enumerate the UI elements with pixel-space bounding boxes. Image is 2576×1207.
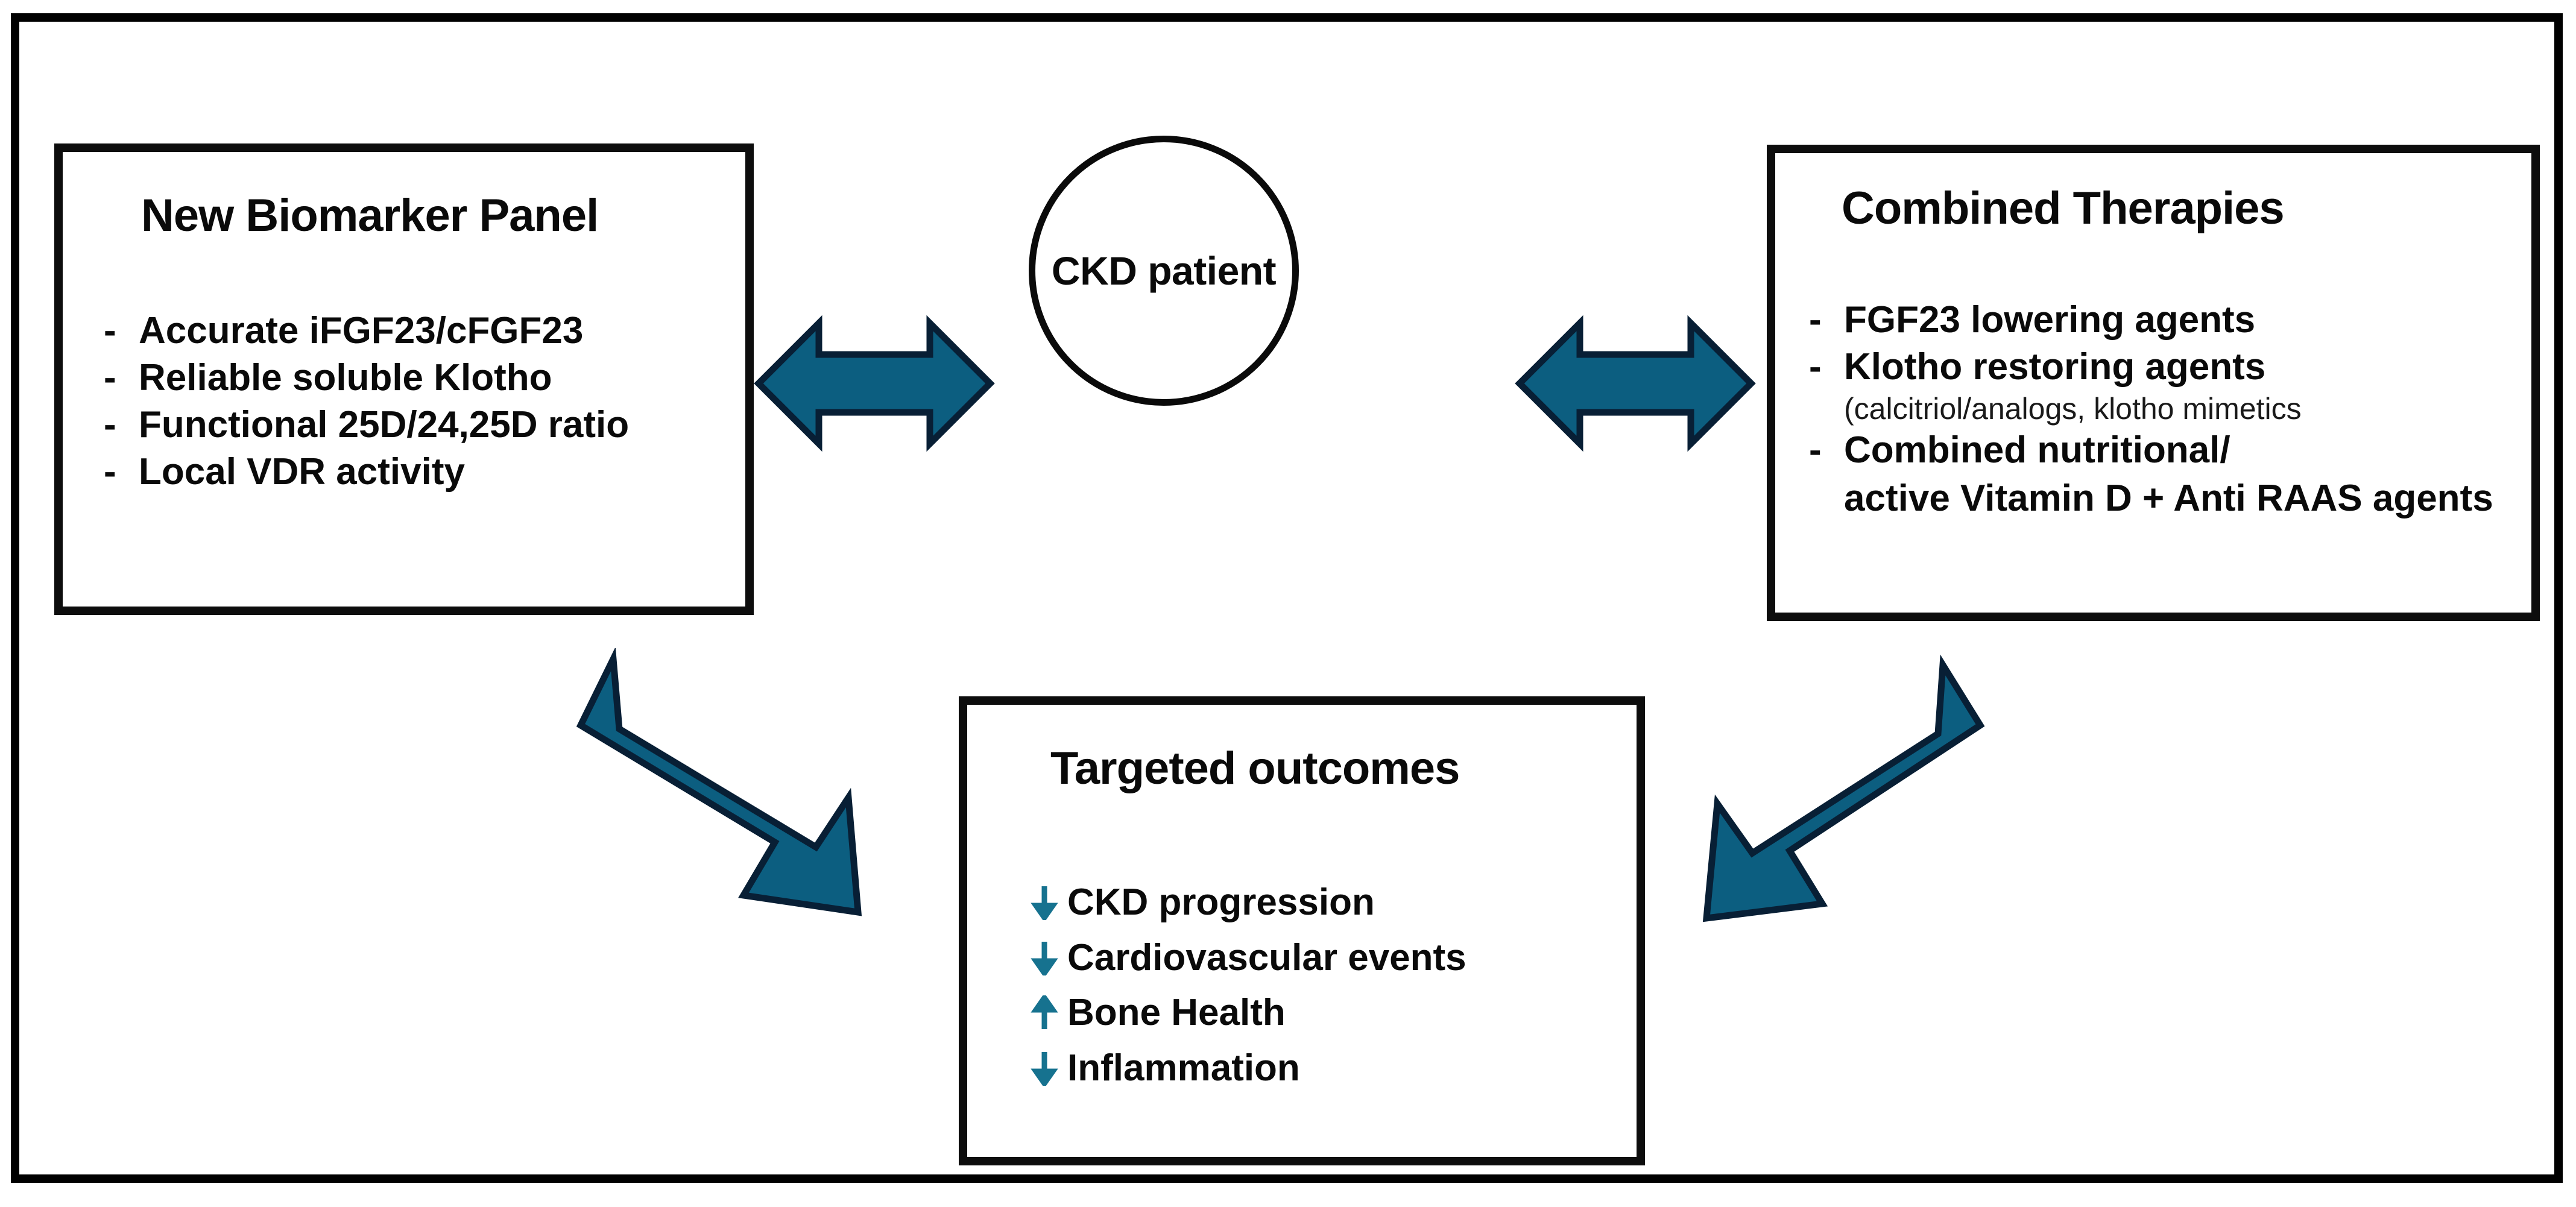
list-item: - Accurate iFGF23/cFGF23 — [104, 307, 629, 355]
list-item: - Combined nutritional/ active Vitamin D… — [1809, 427, 2493, 522]
list-item: - Reliable soluble Klotho — [104, 355, 629, 402]
list-item: - Local VDR activity — [104, 449, 629, 496]
panel-combined-therapies: Combined Therapies - FGF23 lowering agen… — [1767, 145, 2540, 621]
list-item: - Klotho restoring agents (calcitriol/an… — [1809, 344, 2493, 427]
double-headed-arrow-right — [1515, 315, 1756, 452]
bullet-dash-icon: - — [1809, 346, 1822, 388]
bullet-dash-icon: - — [104, 310, 116, 351]
outcome-label: Cardiovascular events — [1067, 936, 1466, 979]
double-headed-arrow-left — [754, 315, 995, 452]
arrow-down-right-to-outcomes — [576, 648, 862, 916]
bullet-dash-icon: - — [104, 357, 116, 399]
bullet-dash-icon: - — [104, 404, 116, 446]
bullet-dash-icon: - — [1809, 429, 1822, 471]
ckd-patient-circle: CKD patient — [1029, 136, 1299, 406]
list-item: - Functional 25D/24,25D ratio — [104, 402, 629, 449]
panel-title-targeted-outcomes: Targeted outcomes — [1050, 743, 1460, 794]
arrow-down-icon — [1028, 1051, 1061, 1086]
ckd-patient-label: CKD patient — [1051, 248, 1277, 293]
list-item: Inflammation — [1028, 1044, 1466, 1093]
outcome-label: Bone Health — [1067, 992, 1286, 1034]
list-item: CKD progression — [1028, 878, 1466, 927]
outcomes-list: CKD progression Cardiovascular events Bo… — [1028, 878, 1466, 1099]
panel-new-biomarker: New Biomarker Panel - Accurate iFGF23/cF… — [54, 143, 754, 615]
bullet-label-group: Combined nutritional/ active Vitamin D +… — [1844, 427, 2493, 522]
arrow-up-icon — [1028, 995, 1061, 1030]
list-item: Cardiovascular events — [1028, 934, 1466, 983]
bullet-label-line2: active Vitamin D + Anti RAAS agents — [1844, 477, 2493, 520]
bullet-label: Klotho restoring agents — [1844, 346, 2266, 388]
panel-targeted-outcomes: Targeted outcomes CKD progression Cardio… — [959, 696, 1645, 1165]
arrow-down-icon — [1028, 941, 1061, 975]
bullet-label: Combined nutritional/ — [1844, 429, 2230, 471]
bullet-label: FGF23 lowering agents — [1844, 299, 2256, 341]
bullet-label: Local VDR activity — [139, 451, 465, 493]
panel-title-combined-therapies: Combined Therapies — [1842, 183, 2285, 234]
list-item: Bone Health — [1028, 989, 1466, 1038]
bullet-dash-icon: - — [104, 451, 116, 493]
outcome-label: Inflammation — [1067, 1047, 1300, 1089]
bullet-dash-icon: - — [1809, 299, 1822, 341]
arrow-down-left-to-outcomes — [1702, 654, 1985, 922]
bullet-label: Reliable soluble Klotho — [139, 357, 552, 399]
outcome-label: CKD progression — [1067, 881, 1375, 923]
arrow-down-icon — [1028, 885, 1061, 921]
bullet-label: Functional 25D/24,25D ratio — [139, 404, 630, 446]
bullet-label-group: Klotho restoring agents (calcitriol/anal… — [1844, 344, 2302, 427]
panel-title-new-biomarker: New Biomarker Panel — [141, 190, 599, 241]
biomarker-bullet-list: - Accurate iFGF23/cFGF23 - Reliable solu… — [104, 307, 629, 496]
list-item: - FGF23 lowering agents — [1809, 297, 2493, 344]
therapies-bullet-list: - FGF23 lowering agents - Klotho restori… — [1809, 297, 2493, 522]
bullet-sublabel: (calcitriol/analogs, klotho mimetics — [1844, 392, 2302, 426]
bullet-label: Accurate iFGF23/cFGF23 — [139, 310, 584, 351]
